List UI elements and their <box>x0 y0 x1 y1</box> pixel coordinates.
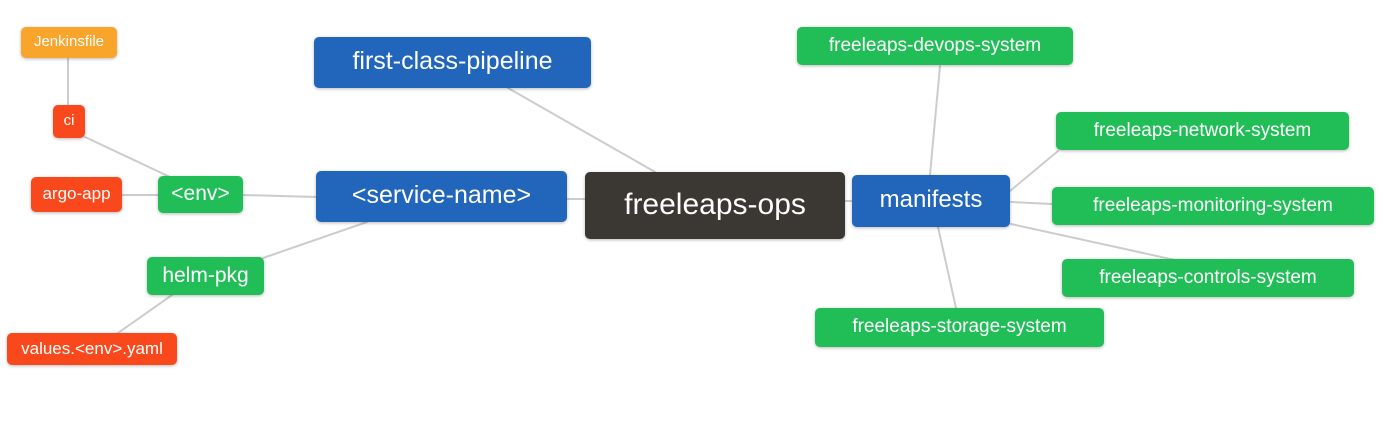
node-label: first-class-pipeline <box>352 47 553 75</box>
node-label: freeleaps-monitoring-system <box>1093 194 1333 216</box>
edge-first-class-pipeline-to-freeleaps-ops <box>507 87 656 173</box>
edge-ci-to-env <box>84 136 171 178</box>
edge-env-to-service-name <box>242 194 318 198</box>
node-label: argo-app <box>42 184 111 203</box>
node-env[interactable]: <env> <box>158 176 243 213</box>
node-first-class-pipeline[interactable]: first-class-pipeline <box>314 37 591 88</box>
node-label: freeleaps-controls-system <box>1099 266 1317 288</box>
node-label: Jenkinsfile <box>33 33 105 50</box>
node-label: <service-name> <box>351 181 532 209</box>
node-label: freeleaps-ops <box>624 187 806 221</box>
node-freeleaps-ops[interactable]: freeleaps-ops <box>585 172 845 239</box>
node-ci[interactable]: ci <box>53 105 85 138</box>
edge-helm-pkg-to-service-name <box>262 221 368 259</box>
node-values-env-yaml[interactable]: values.<env>.yaml <box>7 333 177 365</box>
node-monitoring-system[interactable]: freeleaps-monitoring-system <box>1052 187 1374 225</box>
node-controls-system[interactable]: freeleaps-controls-system <box>1062 259 1354 297</box>
edge-manifests-to-monitoring-system <box>1010 201 1053 205</box>
node-label: freeleaps-storage-system <box>852 316 1067 337</box>
node-storage-system[interactable]: freeleaps-storage-system <box>815 308 1104 347</box>
node-label: <env> <box>171 182 230 205</box>
node-devops-system[interactable]: freeleaps-devops-system <box>797 27 1073 65</box>
node-argo-app[interactable]: argo-app <box>31 177 122 212</box>
node-label: ci <box>63 112 75 129</box>
node-jenkinsfile[interactable]: Jenkinsfile <box>21 27 117 58</box>
node-manifests[interactable]: manifests <box>852 175 1010 227</box>
node-label: manifests <box>879 186 983 213</box>
node-service-name[interactable]: <service-name> <box>316 171 567 222</box>
node-label: freeleaps-devops-system <box>828 34 1042 56</box>
node-network-system[interactable]: freeleaps-network-system <box>1056 112 1349 150</box>
edge-manifests-to-devops-system <box>929 65 941 176</box>
edge-manifests-to-storage-system <box>937 226 957 309</box>
node-label: freeleaps-network-system <box>1093 119 1312 141</box>
edge-manifests-to-controls-system <box>1010 223 1176 261</box>
node-helm-pkg[interactable]: helm-pkg <box>147 257 264 295</box>
node-label: helm-pkg <box>162 263 249 287</box>
edge-values-env-yaml-to-helm-pkg <box>117 294 173 334</box>
edge-manifests-to-network-system <box>1009 150 1059 192</box>
node-label: values.<env>.yaml <box>21 338 163 358</box>
